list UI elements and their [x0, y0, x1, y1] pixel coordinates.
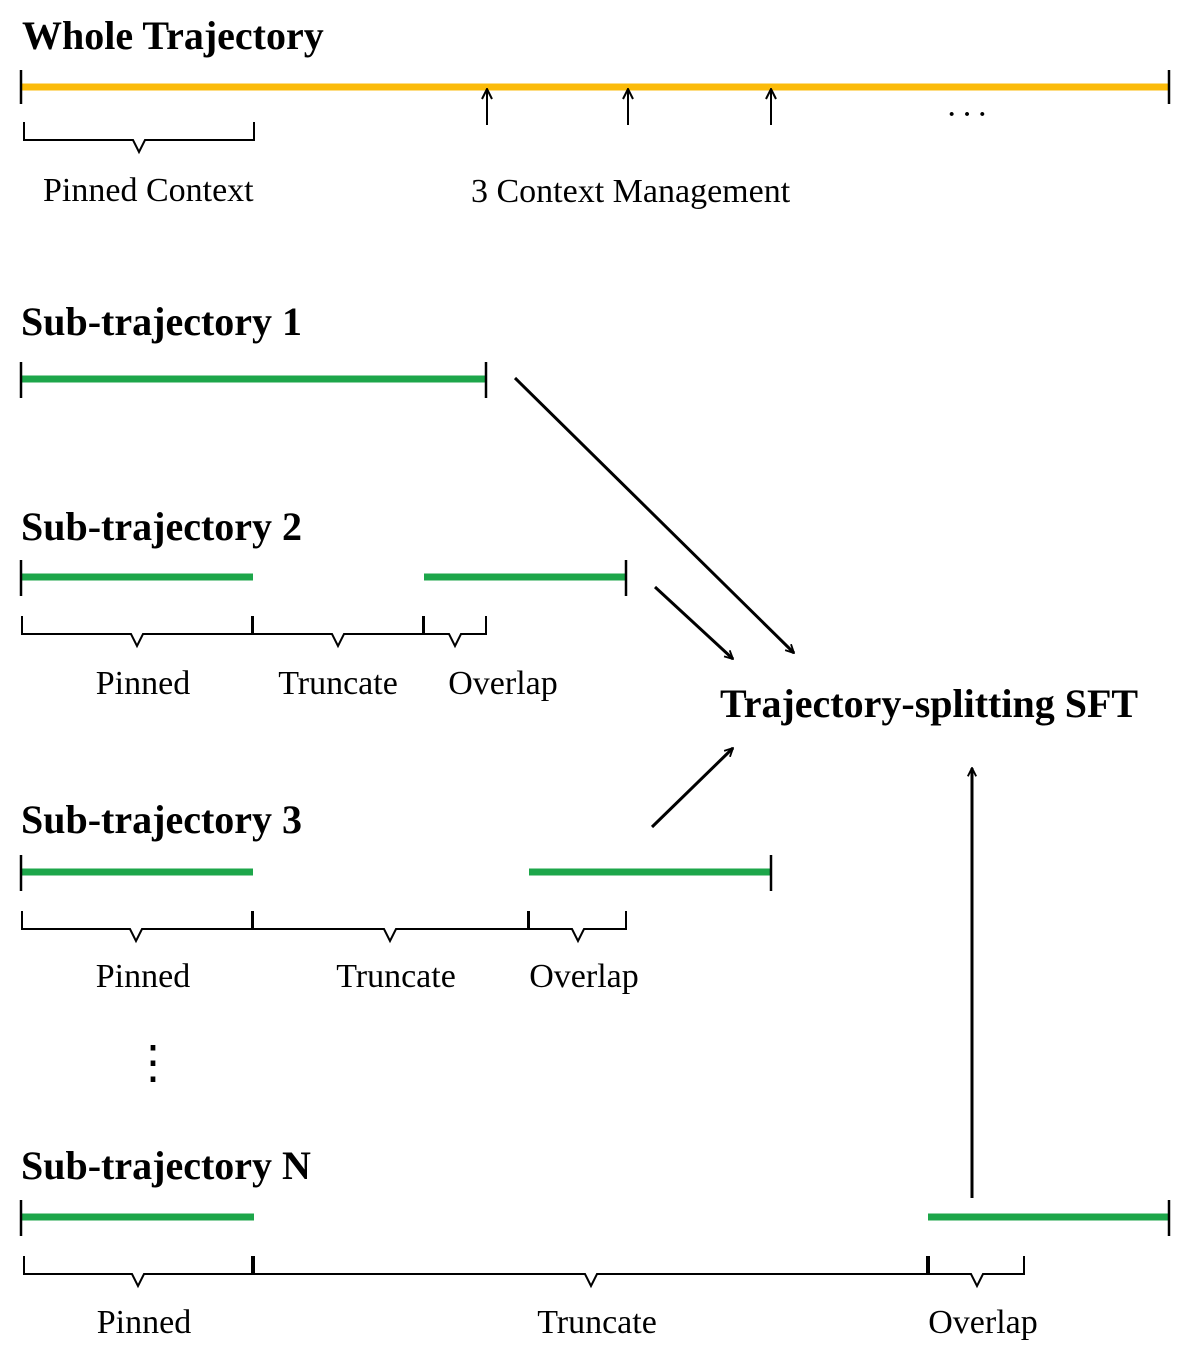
sub2-truncate-label: Truncate — [278, 665, 398, 702]
subn-overlap-brace — [928, 1256, 1025, 1289]
arrow-sub2-to-sft — [653, 585, 733, 659]
vertical-ellipsis: ⋮ — [130, 1037, 176, 1088]
sub2-overlap-label: Overlap — [448, 665, 558, 702]
sub3-pinned-label: Pinned — [95, 958, 191, 995]
whole-ellipsis: ··· — [946, 96, 992, 133]
sub2-truncate-brace — [252, 616, 424, 649]
pinned-context-label: Pinned Context — [43, 172, 254, 209]
context-management-label: 3 Context Management — [471, 173, 791, 210]
subn-pinned-brace — [23, 1256, 253, 1289]
sub3-overlap-brace — [528, 911, 627, 944]
sub1-title: Sub-trajectory 1 — [21, 299, 303, 344]
subn-pinned-label: Pinned — [96, 1304, 192, 1341]
arrow-sub1-to-sft — [513, 376, 794, 653]
sub3-pinned-brace — [21, 911, 253, 944]
arrow-sub3-to-sft — [650, 748, 733, 829]
subn-truncate-label: Truncate — [537, 1304, 657, 1341]
subn-truncate-brace — [253, 1256, 928, 1289]
whole-trajectory-title: Whole Trajectory — [22, 13, 324, 58]
sub3-truncate-label: Truncate — [336, 958, 456, 995]
subn-overlap-label: Overlap — [928, 1304, 1038, 1341]
sub3-truncate-brace — [252, 911, 529, 944]
sub2-pinned-brace — [21, 616, 253, 649]
subn-title: Sub-trajectory N — [21, 1143, 311, 1188]
sub3-title: Sub-trajectory 3 — [21, 797, 303, 842]
trajectory-splitting-sft-label: Trajectory-splitting SFT — [720, 681, 1139, 726]
sub3-overlap-label: Overlap — [529, 958, 639, 995]
pinned-context-brace — [23, 122, 255, 155]
sub2-title: Sub-trajectory 2 — [21, 504, 303, 549]
sub2-pinned-label: Pinned — [95, 665, 191, 702]
sub2-overlap-brace — [423, 616, 487, 649]
